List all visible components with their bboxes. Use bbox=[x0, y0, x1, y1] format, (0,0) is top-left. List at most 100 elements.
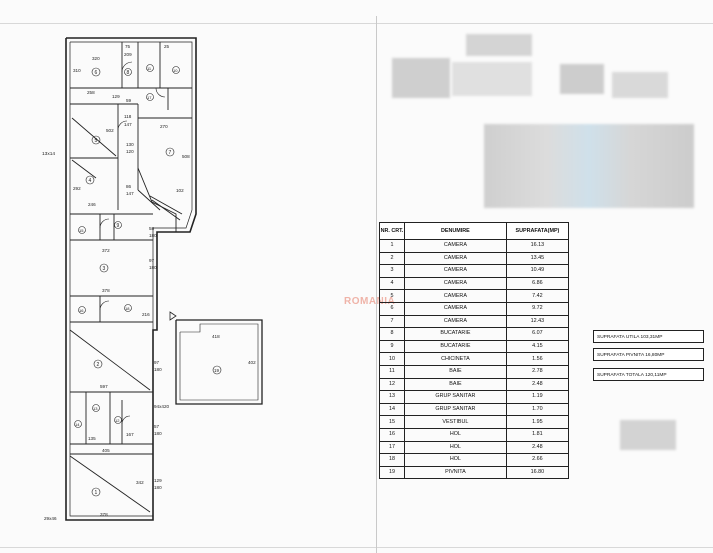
row-name: CAMERA bbox=[403, 314, 507, 329]
row-name: HOL bbox=[403, 427, 507, 442]
row-area: 2.48 bbox=[505, 440, 570, 455]
svg-text:135: 135 bbox=[88, 436, 96, 441]
svg-text:310: 310 bbox=[73, 68, 81, 73]
side-dimension-label: 13x14 bbox=[42, 151, 55, 157]
redacted-header-block-3 bbox=[452, 62, 532, 96]
redacted-header-block-5 bbox=[612, 72, 668, 98]
row-nr: 6 bbox=[379, 301, 405, 316]
svg-text:3: 3 bbox=[103, 266, 106, 272]
svg-text:180: 180 bbox=[154, 485, 162, 490]
row-area: 16.80 bbox=[505, 465, 570, 480]
row-area: 7.42 bbox=[505, 289, 570, 303]
row-nr: 7 bbox=[379, 314, 405, 329]
row-nr: 2 bbox=[379, 251, 405, 266]
room-marker-7: 7 bbox=[165, 147, 175, 157]
svg-text:129: 129 bbox=[112, 94, 120, 99]
svg-text:5: 5 bbox=[95, 138, 98, 144]
row-area: 1.95 bbox=[505, 415, 570, 429]
row-nr: 3 bbox=[379, 264, 405, 278]
outer-wall bbox=[65, 37, 197, 521]
row-area: 1.70 bbox=[505, 402, 570, 417]
svg-text:29x46: 29x46 bbox=[44, 516, 57, 521]
redacted-header-block-4 bbox=[560, 64, 604, 94]
row-name: BUCATARIE bbox=[403, 339, 507, 354]
page-edge-bottom bbox=[0, 547, 713, 548]
svg-text:58: 58 bbox=[149, 226, 155, 231]
room-marker-11: 11 bbox=[146, 64, 154, 72]
redacted-header-block-6 bbox=[484, 124, 694, 208]
summary-total-area: SUPRAFATA TOTALA 120,11MP bbox=[593, 368, 704, 381]
svg-text:292: 292 bbox=[73, 186, 81, 191]
redacted-header-block-1 bbox=[466, 34, 532, 56]
svg-text:270: 270 bbox=[160, 124, 168, 129]
row-name: VESTIBUL bbox=[403, 415, 507, 429]
svg-text:12: 12 bbox=[115, 418, 120, 423]
svg-text:1: 1 bbox=[95, 490, 98, 496]
svg-text:246: 246 bbox=[88, 202, 96, 207]
svg-text:120: 120 bbox=[126, 149, 134, 154]
svg-text:18: 18 bbox=[125, 306, 130, 311]
svg-text:180: 180 bbox=[149, 233, 157, 238]
svg-text:118: 118 bbox=[124, 114, 132, 119]
svg-text:59: 59 bbox=[126, 98, 132, 103]
svg-text:8: 8 bbox=[127, 70, 130, 76]
svg-text:14: 14 bbox=[75, 422, 80, 427]
svg-text:11: 11 bbox=[147, 66, 152, 71]
svg-text:258: 258 bbox=[87, 90, 95, 95]
summary-cellar-area: SUPRAFATA PIVNITA 16,80MP bbox=[593, 348, 704, 361]
row-area: 1.56 bbox=[505, 352, 570, 366]
svg-text:372: 372 bbox=[102, 248, 110, 253]
row-area: 16.13 bbox=[505, 239, 570, 253]
svg-text:6: 6 bbox=[95, 70, 98, 76]
cellar-wall bbox=[175, 319, 263, 405]
row-nr: 13 bbox=[379, 390, 405, 404]
room-marker-16: 16 bbox=[78, 306, 86, 314]
svg-text:405: 405 bbox=[102, 448, 110, 453]
room-marker-12: 12 bbox=[114, 416, 122, 424]
svg-text:378: 378 bbox=[100, 512, 108, 517]
row-nr: 1 bbox=[379, 239, 405, 253]
outer-wall-inner bbox=[69, 41, 193, 517]
row-name: GRUP SANITAR bbox=[403, 402, 507, 417]
row-area: 2.66 bbox=[505, 453, 570, 467]
row-nr: 8 bbox=[379, 327, 405, 341]
row-area: 4.15 bbox=[505, 339, 570, 354]
col-header-area: SUPRAFATA(MP) bbox=[505, 222, 570, 240]
svg-text:86: 86 bbox=[126, 184, 132, 189]
room-marker-9: 9 bbox=[114, 221, 122, 229]
svg-text:167: 167 bbox=[126, 432, 134, 437]
svg-text:16: 16 bbox=[79, 308, 84, 313]
svg-text:216: 216 bbox=[142, 312, 150, 317]
svg-text:418: 418 bbox=[212, 334, 220, 339]
row-area: 2.48 bbox=[505, 377, 570, 392]
row-name: CAMERA bbox=[403, 289, 507, 303]
svg-text:15: 15 bbox=[79, 228, 84, 233]
row-name: HOL bbox=[403, 440, 507, 455]
col-header-nr: NR. CRT. bbox=[379, 222, 405, 240]
svg-text:147: 147 bbox=[126, 191, 134, 196]
svg-text:97: 97 bbox=[149, 258, 155, 263]
row-nr: 9 bbox=[379, 339, 405, 354]
svg-text:130: 130 bbox=[126, 142, 134, 147]
svg-text:9: 9 bbox=[117, 223, 120, 229]
row-nr: 18 bbox=[379, 453, 405, 467]
row-name: CAMERA bbox=[403, 251, 507, 266]
svg-text:19: 19 bbox=[214, 368, 220, 373]
dimension-labels: 320 310 75 209 25 258 129 502 118 147 59… bbox=[44, 44, 256, 521]
row-nr: 11 bbox=[379, 364, 405, 379]
row-nr: 5 bbox=[379, 289, 405, 303]
svg-text:94x420: 94x420 bbox=[154, 404, 170, 409]
redacted-stamp bbox=[620, 420, 676, 450]
svg-text:378: 378 bbox=[102, 288, 110, 293]
row-name: BAIE bbox=[403, 377, 507, 392]
